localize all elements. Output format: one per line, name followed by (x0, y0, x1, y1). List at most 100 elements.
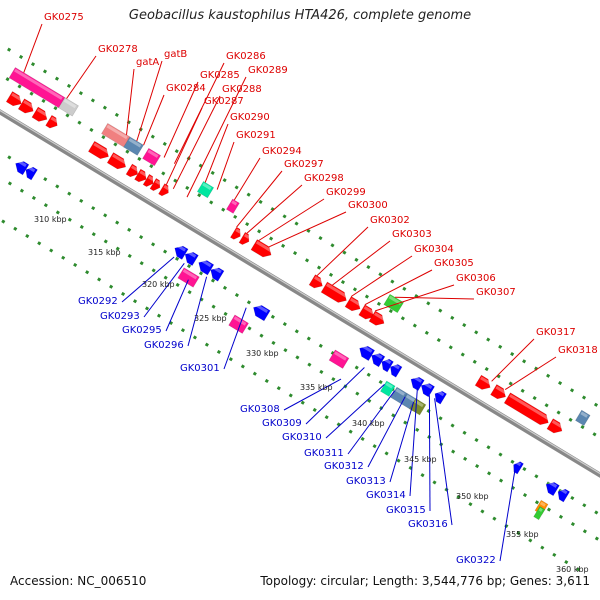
genome-backbone (0, 109, 600, 478)
gene-label-gk0300[interactable]: GK0300 (348, 200, 388, 211)
gene-label-gk0303[interactable]: GK0303 (392, 229, 432, 240)
position-tick-label: 320 kbp (142, 280, 175, 289)
dotted-track-line (0, 175, 600, 543)
forward-gene (546, 418, 563, 434)
reverse-gene (210, 266, 225, 282)
position-tick-label: 350 kbp (456, 492, 489, 501)
position-tick-label: 355 kbp (506, 530, 539, 539)
gene-label-gk0285[interactable]: GK0285 (200, 70, 240, 81)
backbone-highlight (0, 109, 600, 475)
gene-label-gk0288[interactable]: GK0288 (222, 84, 262, 95)
gene-label-gk0296[interactable]: GK0296 (144, 340, 184, 351)
label-leader (136, 60, 163, 142)
label-leader (165, 279, 189, 332)
label-leader (434, 398, 453, 526)
gene-label-gk0293[interactable]: GK0293 (100, 311, 140, 322)
gene-label-gk0312[interactable]: GK0312 (324, 461, 364, 472)
gene-label-gk0286[interactable]: GK0286 (226, 51, 266, 62)
forward-gene (134, 168, 148, 183)
label-leader (367, 396, 406, 468)
position-tick-label: 340 kbp (352, 419, 385, 428)
forward-gene (58, 97, 79, 117)
gene-label-gk0287[interactable]: GK0287 (204, 96, 244, 107)
label-leader (246, 184, 303, 234)
gene-label-gk0284[interactable]: GK0284 (166, 83, 206, 94)
gene-label-gk0295[interactable]: GK0295 (122, 325, 162, 336)
gene-label-gk0294[interactable]: GK0294 (262, 146, 302, 157)
gene-label-gk0317[interactable]: GK0317 (536, 327, 576, 338)
gene-label-gk0315[interactable]: GK0315 (386, 505, 426, 516)
gene-label-gk0313[interactable]: GK0313 (346, 476, 386, 487)
forward-gene (125, 163, 139, 178)
gene-label-gk0298[interactable]: GK0298 (304, 173, 344, 184)
genome-title: Geobacillus kaustophilus HTA426, complet… (128, 8, 472, 23)
reverse-gene (557, 487, 571, 503)
gene-label-gk0299[interactable]: GK0299 (326, 187, 366, 198)
reverse-gene (533, 506, 546, 521)
gene-label-gk0316[interactable]: GK0316 (408, 519, 448, 530)
gene-label-gk0318[interactable]: GK0318 (558, 345, 598, 356)
forward-gene (320, 281, 348, 303)
label-leader (66, 55, 97, 99)
gene-label-gk0289[interactable]: GK0289 (248, 65, 288, 76)
gene-label-gk0301[interactable]: GK0301 (180, 363, 220, 374)
gene-label-gk0275[interactable]: GK0275 (44, 12, 84, 23)
gene-label-gk0302[interactable]: GK0302 (370, 215, 410, 226)
gene-label-gk0322[interactable]: GK0322 (456, 555, 496, 566)
gene-label-gk0290[interactable]: GK0290 (230, 112, 270, 123)
forward-gene (358, 304, 375, 320)
label-leader (316, 226, 369, 277)
reverse-gene (390, 363, 403, 378)
gene-label-gk0292[interactable]: GK0292 (78, 296, 118, 307)
gene-label-gk0307[interactable]: GK0307 (476, 287, 516, 298)
forward-gene (308, 274, 324, 289)
label-leader (216, 141, 235, 190)
forward-gene (229, 226, 242, 240)
forward-gene (196, 180, 215, 199)
label-leader (223, 307, 247, 370)
forward-gene (250, 239, 273, 258)
gene-label-gk0278[interactable]: GK0278 (98, 44, 138, 55)
label-leader (491, 338, 535, 382)
forward-gene (383, 293, 405, 314)
gene-label-gk0309[interactable]: GK0309 (262, 418, 302, 429)
label-leader (504, 356, 557, 391)
label-leader (186, 76, 247, 198)
label-leader (350, 255, 413, 297)
forward-gene (142, 147, 162, 167)
topology-summary: Topology: circular; Length: 3,544,776 bp… (260, 574, 590, 588)
reverse-gene (174, 244, 189, 260)
position-tick-label: 335 kbp (300, 383, 333, 392)
label-leader (332, 240, 391, 286)
forward-gene (238, 231, 250, 245)
gene-label-gk0304[interactable]: GK0304 (414, 244, 454, 255)
dotted-track-line (0, 149, 600, 517)
label-leader (395, 296, 475, 300)
reverse-gene (371, 351, 386, 368)
gene-label-gk0291[interactable]: GK0291 (236, 130, 276, 141)
gene-label-gk0306[interactable]: GK0306 (456, 273, 496, 284)
label-leader (204, 123, 229, 183)
gene-label-gk0308[interactable]: GK0308 (240, 404, 280, 415)
label-leader (121, 256, 175, 303)
position-tick-label: 325 kbp (194, 314, 227, 323)
label-leader (165, 107, 203, 185)
label-leader (389, 401, 415, 483)
gene-label-gk0311[interactable]: GK0311 (304, 448, 344, 459)
forward-gene (106, 152, 127, 170)
gene-label-gk0310[interactable]: GK0310 (282, 432, 322, 443)
gene-label-gk0297[interactable]: GK0297 (284, 159, 324, 170)
label-leader (163, 81, 199, 158)
gene-label-gatb[interactable]: gatB (164, 49, 187, 60)
gene-label-gk0314[interactable]: GK0314 (366, 490, 406, 501)
reverse-gene (410, 375, 425, 392)
gene-label-gata[interactable]: gatA (136, 57, 159, 68)
label-leader (126, 68, 135, 135)
dotted-guide-lines (0, 42, 600, 576)
gene-label-gk0305[interactable]: GK0305 (434, 258, 474, 269)
forward-gene (45, 114, 59, 129)
label-leader (236, 170, 283, 228)
